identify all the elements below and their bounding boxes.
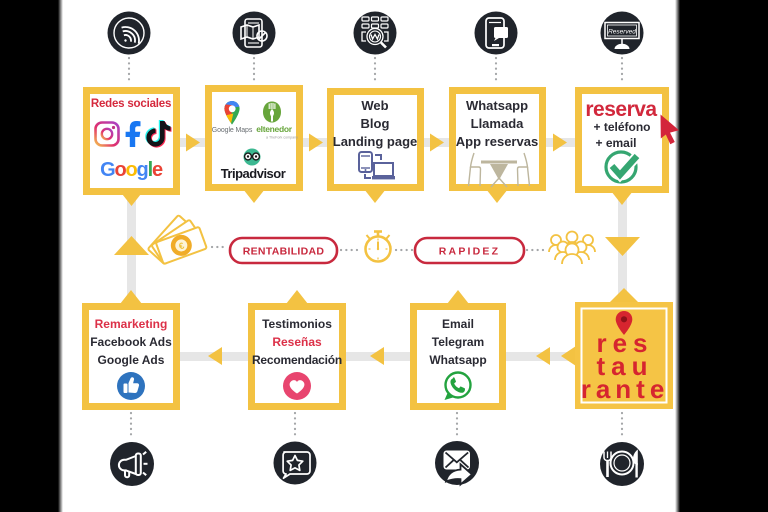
svg-text:Whatsapp: Whatsapp [466, 98, 528, 113]
svg-text:reserva: reserva [585, 98, 657, 121]
svg-text:a TheFork company: a TheFork company [266, 136, 298, 140]
svg-text:Testimonios: Testimonios [262, 317, 332, 331]
svg-text:Google Ads: Google Ads [98, 353, 165, 367]
svg-text:Remarketing: Remarketing [95, 317, 168, 331]
svg-text:RAPIDEZ: RAPIDEZ [439, 246, 501, 258]
svg-text:Telegram: Telegram [432, 335, 484, 349]
svg-text:Google Maps: Google Maps [212, 127, 253, 134]
svg-text:Web: Web [361, 98, 388, 113]
svg-text:€: € [177, 240, 185, 251]
svg-text:App reservas: App reservas [456, 134, 538, 149]
svg-text:Reseñas: Reseñas [272, 335, 322, 349]
svg-text:+ teléfono: + teléfono [593, 120, 650, 134]
svg-text:Recomendación: Recomendación [252, 353, 342, 367]
svg-text:Google: Google [100, 159, 163, 181]
svg-text:+ email: + email [595, 136, 636, 150]
svg-text:RENTABILIDAD: RENTABILIDAD [243, 246, 325, 258]
svg-text:Llamada: Llamada [471, 116, 525, 131]
svg-text:tau: tau [597, 351, 654, 381]
svg-text:rante: rante [581, 374, 670, 404]
svg-text:res: res [596, 328, 653, 358]
svg-text:Reserved: Reserved [608, 29, 636, 36]
svg-text:eltenedor: eltenedor [256, 124, 293, 134]
svg-text:Landing page: Landing page [333, 134, 418, 149]
svg-text:Tripadvisor: Tripadvisor [221, 166, 286, 181]
svg-text:Redes sociales: Redes sociales [91, 98, 171, 110]
svg-text:Facebook Ads: Facebook Ads [90, 335, 172, 349]
svg-text:Blog: Blog [361, 116, 390, 131]
svg-text:Whatsapp: Whatsapp [429, 353, 486, 367]
svg-text:Email: Email [442, 317, 474, 331]
